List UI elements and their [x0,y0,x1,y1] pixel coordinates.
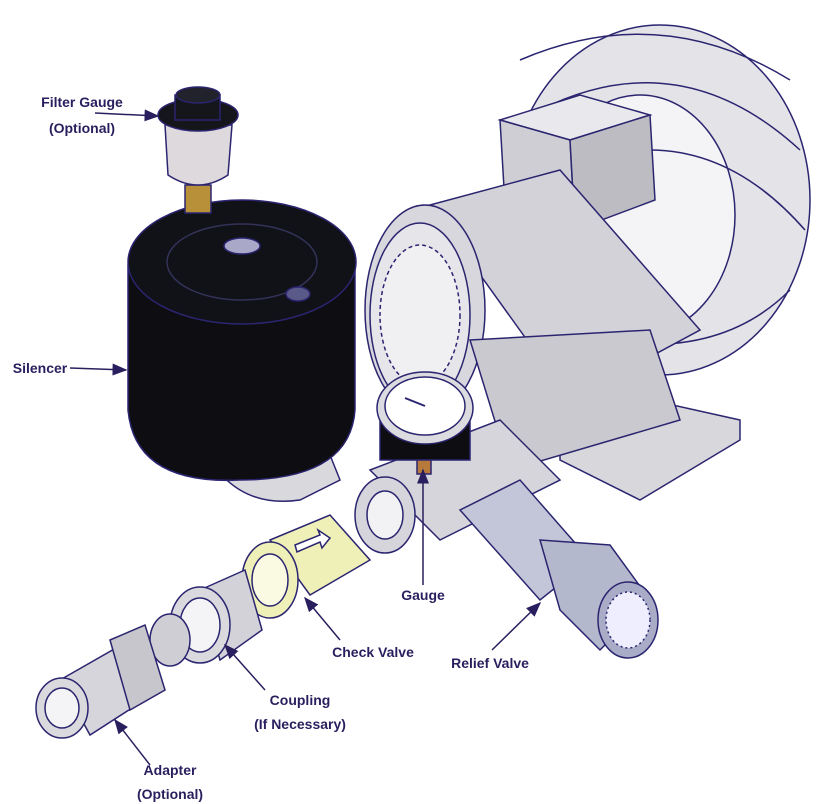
filter-gauge-label-line2: (Optional) [48,120,116,136]
gauge-label: Gauge [401,587,445,603]
coupling-arrow [224,643,266,691]
silencer-arrow [69,363,128,376]
adapter-arrow [114,718,151,766]
adapter-label-line2: (Optional) [136,786,204,802]
filter-gauge-label: Filter Gauge (Optional) [41,94,123,136]
motor [364,169,702,471]
coupling-label: Coupling (If Necessary) [254,692,346,732]
check-valve-label: Check Valve [332,644,414,660]
coupling-label-line1: Coupling [269,692,331,708]
relief-valve [458,479,659,659]
filter-gauge-label-line1: Filter Gauge [41,94,123,110]
pressure-gauge [376,371,474,475]
adapter [35,623,166,739]
silencer-label: Silencer [12,360,68,376]
adapter-label-line1: Adapter [143,762,197,778]
check-valve-arrow [304,596,341,641]
filter-gauge [157,86,239,214]
relief-valve-label: Relief Valve [451,655,529,671]
adapter-label: Adapter (Optional) [137,762,203,802]
coupling [149,568,263,667]
silencer [127,199,357,502]
coupling-label-line2: (If Necessary) [254,716,346,732]
pipe-tee [354,419,562,554]
check-valve [241,514,372,619]
filter-gauge-arrow [94,109,160,122]
relief-valve-arrow [491,601,542,651]
